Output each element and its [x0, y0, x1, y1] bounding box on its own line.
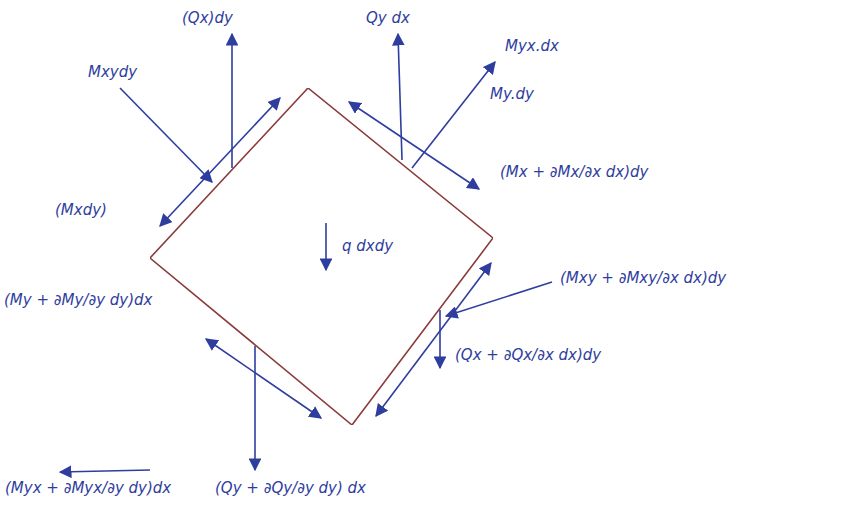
force-label: (Qx)dy [182, 8, 233, 28]
force-label: (Mx + ∂Mx/∂x dx)dy [500, 162, 648, 182]
diamond-outline [150, 88, 493, 425]
force-label: Qy dx [366, 8, 410, 28]
force-label: Myx.dx [505, 36, 559, 56]
diamond-outline [150, 88, 493, 425]
shear-arrow [398, 34, 402, 160]
force-label: (Qy + ∂Qy/∂y dy) dx [215, 478, 366, 498]
force-label: (Mxy + ∂Mxy/∂x dx)dy [560, 268, 726, 288]
load-label: q dxdy [342, 236, 393, 256]
force-label: My.dy [490, 84, 534, 104]
force-label: (Myx + ∂Myx/∂y dy)dx [5, 478, 171, 498]
plate-element: q dxdy [150, 88, 493, 425]
moment-vector [376, 263, 491, 416]
shear-arrow [254, 346, 256, 470]
moment-vector [160, 98, 280, 226]
moment-vector [349, 102, 479, 189]
moment-arrow [446, 282, 552, 316]
force-label: (Mxdy) [55, 200, 107, 220]
force-label: (Qx + ∂Qx/∂x dx)dy [455, 345, 601, 365]
moment-arrow [120, 88, 212, 182]
load-arrow [325, 223, 327, 270]
moment-arrow [60, 470, 150, 472]
shear-arrow [439, 310, 441, 368]
force-label: (My + ∂My/∂y dy)dx [4, 290, 152, 310]
force-label: Mxydy [88, 62, 137, 82]
